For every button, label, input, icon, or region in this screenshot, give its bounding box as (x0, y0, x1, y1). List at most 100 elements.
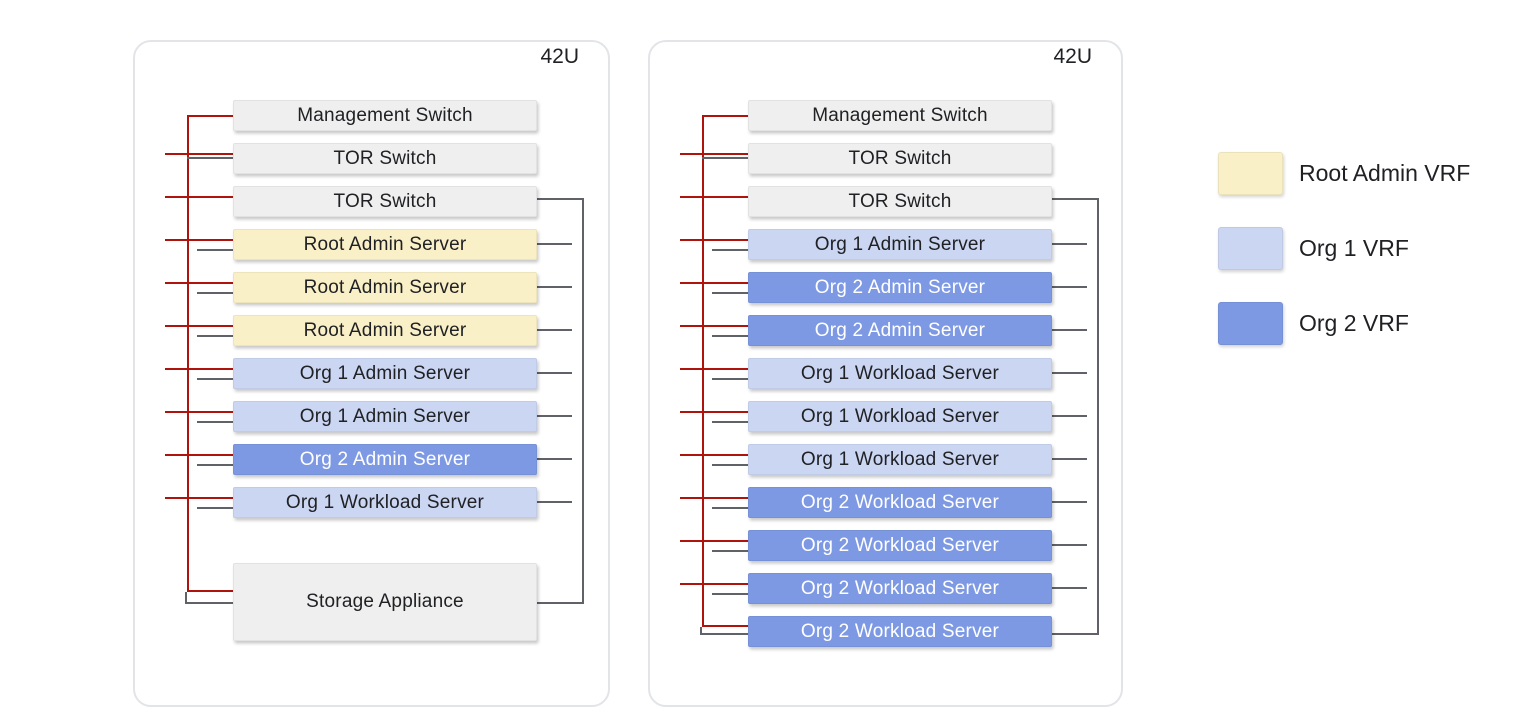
data-network-right-stub (1052, 415, 1087, 417)
rack-unit-root-admin-server: Root Admin Server (233, 315, 537, 346)
data-network-right-stub (537, 501, 572, 503)
rack-unit-org-2-workload-server: Org 2 Workload Server (748, 616, 1052, 647)
mgmt-network-link (165, 411, 233, 413)
data-network-left-stub (712, 292, 748, 294)
data-network-left-elbow-h (700, 633, 748, 635)
data-network-rail-bottom-elbow (537, 602, 584, 604)
mgmt-network-spine (702, 115, 704, 627)
legend-label: Org 1 VRF (1299, 235, 1409, 261)
rack-unit-management-switch: Management Switch (233, 100, 537, 131)
data-network-right-stub (537, 286, 572, 288)
mgmt-network-link (165, 368, 233, 370)
legend-swatch-org-1-vrf (1218, 227, 1283, 270)
mgmt-network-link (165, 497, 233, 499)
mgmt-network-link (680, 454, 748, 456)
rack-unit-org-2-workload-server: Org 2 Workload Server (748, 530, 1052, 561)
legend-item-org-1-vrf: Org 1 VRF (1218, 227, 1409, 270)
mgmt-network-link (165, 153, 233, 155)
data-network-left-stub (712, 593, 748, 595)
vrf-legend: Root Admin VRF Org 1 VRF Org 2 VRF (1218, 152, 1528, 352)
mgmt-network-link (165, 454, 233, 456)
data-network-left-stub (187, 157, 233, 159)
mgmt-network-link (702, 115, 748, 117)
mgmt-network-link (680, 583, 748, 585)
data-network-right-stub (1052, 587, 1087, 589)
mgmt-network-link (680, 239, 748, 241)
rack-unit-org-2-workload-server: Org 2 Workload Server (748, 487, 1052, 518)
data-network-right-stub (537, 458, 572, 460)
rack-unit-tor-switch: TOR Switch (748, 143, 1052, 174)
rack-unit-org-2-workload-server: Org 2 Workload Server (748, 573, 1052, 604)
data-network-right-stub (1052, 243, 1087, 245)
data-network-left-stub (197, 507, 233, 509)
mgmt-network-link (165, 239, 233, 241)
data-network-left-stub (197, 292, 233, 294)
mgmt-network-link (680, 540, 748, 542)
data-network-right-stub (1052, 372, 1087, 374)
data-network-left-stub (712, 464, 748, 466)
mgmt-network-link (165, 325, 233, 327)
data-network-left-stub (197, 421, 233, 423)
rack-unit-storage-appliance: Storage Appliance (233, 563, 537, 641)
rack-unit-org-2-admin-server: Org 2 Admin Server (748, 272, 1052, 303)
legend-item-org-2-vrf: Org 2 VRF (1218, 302, 1409, 345)
rack-unit-org-2-admin-server: Org 2 Admin Server (748, 315, 1052, 346)
rack-unit-root-admin-server: Root Admin Server (233, 229, 537, 260)
rack-unit-org-1-workload-server: Org 1 Workload Server (748, 401, 1052, 432)
data-network-left-stub (712, 249, 748, 251)
data-network-left-stub (197, 378, 233, 380)
mgmt-network-elbow (187, 590, 233, 592)
data-network-right-stub (1052, 544, 1087, 546)
mgmt-network-link (680, 153, 748, 155)
legend-swatch-org-2-vrf (1218, 302, 1283, 345)
legend-label: Org 2 VRF (1299, 310, 1409, 336)
rack-unit-org-1-workload-server: Org 1 Workload Server (233, 487, 537, 518)
rack-unit-tor-switch: TOR Switch (748, 186, 1052, 217)
rack-unit-org-1-workload-server: Org 1 Workload Server (748, 444, 1052, 475)
legend-swatch-root-admin-vrf (1218, 152, 1283, 195)
data-network-left-stub (712, 550, 748, 552)
data-network-right-stub (1052, 501, 1087, 503)
data-network-left-stub (197, 249, 233, 251)
rack-unit-tor-switch: TOR Switch (233, 143, 537, 174)
mgmt-network-link (680, 368, 748, 370)
mgmt-network-spine (187, 115, 189, 592)
data-network-left-elbow-v (700, 627, 702, 635)
data-network-rail (1097, 198, 1099, 635)
data-network-right-stub (1052, 329, 1087, 331)
data-network-right-stub (537, 243, 572, 245)
data-network-right-stub (537, 415, 572, 417)
data-network-left-stub (712, 335, 748, 337)
data-network-left-stub (712, 378, 748, 380)
data-network-left-stub (702, 157, 748, 159)
rack-unit-management-switch: Management Switch (748, 100, 1052, 131)
data-network-rail-top-elbow (1052, 198, 1099, 200)
data-network-right-stub (1052, 286, 1087, 288)
data-network-left-stub (197, 335, 233, 337)
rack-unit-org-2-admin-server: Org 2 Admin Server (233, 444, 537, 475)
legend-label: Root Admin VRF (1299, 160, 1471, 186)
data-network-left-stub (712, 421, 748, 423)
mgmt-network-link (165, 282, 233, 284)
rack-unit-org-1-admin-server: Org 1 Admin Server (233, 358, 537, 389)
data-network-rail-top-elbow (537, 198, 584, 200)
rack-1-capacity-label: 42U (540, 45, 579, 68)
data-network-rail (582, 198, 584, 604)
data-network-right-stub (1052, 458, 1087, 460)
data-network-left-stub (712, 507, 748, 509)
rack-unit-org-1-workload-server: Org 1 Workload Server (748, 358, 1052, 389)
rack-unit-root-admin-server: Root Admin Server (233, 272, 537, 303)
data-network-left-stub (197, 464, 233, 466)
data-network-right-stub (537, 329, 572, 331)
data-network-left-elbow-v (185, 592, 187, 604)
mgmt-network-link (680, 196, 748, 198)
rack-unit-org-1-admin-server: Org 1 Admin Server (233, 401, 537, 432)
mgmt-network-elbow (702, 625, 748, 627)
rack-2-capacity-label: 42U (1053, 45, 1092, 68)
mgmt-network-link (187, 115, 233, 117)
